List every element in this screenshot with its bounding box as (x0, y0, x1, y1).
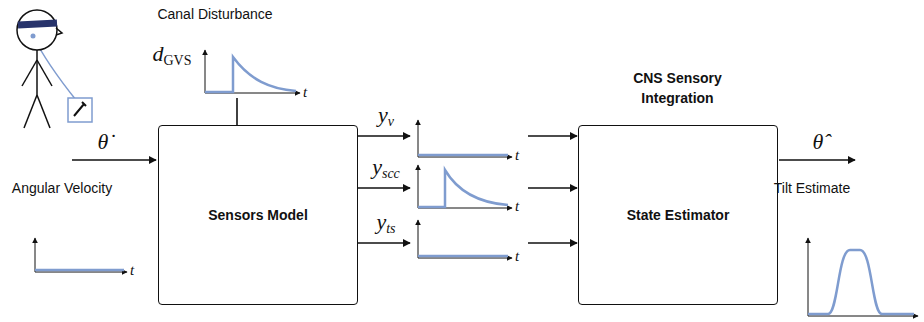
plot-curve (418, 170, 508, 207)
plot-axis (418, 220, 419, 258)
signal-connector (358, 188, 577, 189)
process-box: CNS Sensory IntegrationState Estimator (578, 125, 778, 305)
box-label: Sensors Model (208, 207, 308, 223)
leg (37, 95, 50, 128)
yv-plot (418, 120, 512, 157)
tilt-plot (808, 238, 918, 316)
plot-axis (418, 120, 419, 157)
arrow-segment (528, 135, 577, 137)
plot-axis (35, 272, 127, 273)
arrow-segment (528, 242, 577, 244)
signal-plots (35, 50, 918, 316)
electrode (31, 34, 36, 39)
canal-plot (205, 50, 300, 93)
plot-title: Canal Disturbance (157, 6, 272, 22)
plot-axis (418, 157, 512, 158)
box-label: State Estimator (627, 207, 730, 223)
arrow-segment (358, 242, 410, 244)
plot-axis (35, 238, 36, 272)
leg (24, 95, 37, 128)
subject-figure (17, 10, 92, 128)
plot-curve (35, 269, 124, 272)
nose (56, 28, 62, 35)
arrow-segment (358, 187, 410, 189)
plot-curve (418, 154, 508, 157)
yscc-plot (418, 165, 512, 208)
plot-axis (418, 258, 512, 259)
signal-name: yv (376, 103, 396, 134)
signal-name: dGVS (152, 42, 191, 73)
arm (37, 60, 52, 86)
body (36, 50, 38, 95)
signal-name: θ̂ (813, 130, 824, 154)
input-arrow (72, 159, 156, 161)
signal-connector (358, 243, 577, 244)
arrow-segment (528, 187, 577, 189)
stimulator-box (68, 98, 92, 122)
angular-plot (35, 238, 127, 272)
plot-axis (205, 50, 206, 93)
stimulator-symbol (74, 102, 86, 116)
plot-axis (418, 165, 419, 208)
axis-label: t (130, 262, 134, 279)
axis-label: t (515, 248, 519, 265)
signal-connector (358, 136, 577, 137)
yts-plot (418, 220, 512, 258)
arm (22, 60, 37, 86)
axis-label: t (303, 84, 307, 101)
plot-axis (808, 238, 809, 316)
signal-name: θ̇ (98, 130, 109, 154)
arrow-segment (358, 135, 410, 137)
plot-curve (205, 57, 296, 92)
signal-name: yscc (370, 155, 402, 186)
output-arrow (779, 159, 855, 161)
blindfold (18, 23, 57, 25)
process-box: Sensors Model (158, 125, 358, 305)
signal-name: yts (374, 210, 397, 241)
plot-axis (808, 316, 918, 317)
signal-title: Angular Velocity (12, 180, 112, 196)
plot-curve (808, 250, 914, 314)
box-heading: CNS Sensory Integration (603, 68, 753, 108)
head (17, 10, 57, 50)
axis-label: t (515, 198, 519, 215)
axis-label: t (515, 147, 519, 164)
signal-title: Tilt Estimate (774, 180, 851, 196)
plot-curve (418, 255, 508, 258)
